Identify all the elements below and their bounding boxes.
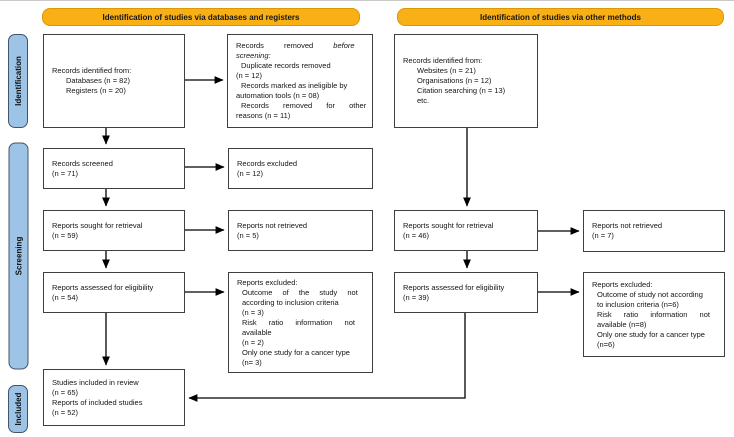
box-line: Reports sought for retrieval xyxy=(52,220,143,230)
box-line: Organisations (n = 12) xyxy=(417,76,492,85)
box-line: Reports excluded: xyxy=(592,279,653,289)
box-line: available (n=8) xyxy=(597,319,647,329)
box-line: Records removed for other xyxy=(241,101,367,110)
box-records-excluded: Records excluded (n = 12) xyxy=(228,148,373,189)
box-line: Reports excluded: xyxy=(237,277,298,287)
box-line: Registers (n = 20) xyxy=(66,86,126,95)
stage-label-included: Included xyxy=(8,385,28,433)
box-line: (n = 5) xyxy=(237,230,259,240)
box-records-identified-other: Records identified from: Websites (n = 2… xyxy=(394,34,538,128)
box-line: Duplicate records removed xyxy=(241,61,331,70)
box-line: (n = 65) xyxy=(52,387,79,397)
box-line: Outcome of study not according xyxy=(597,289,703,299)
box-line: Records removed before xyxy=(236,41,368,51)
box-line: (n = 7) xyxy=(592,231,614,240)
box-line: (n = 71) xyxy=(52,168,79,178)
box-line: (n = 3) xyxy=(242,307,264,317)
banner-other-methods: Identification of studies via other meth… xyxy=(397,8,724,26)
box-line: Reports of included studies xyxy=(52,397,143,407)
box-line: Websites (n = 21) xyxy=(417,66,476,75)
box-reports-assessed-db: Reports assessed for eligibility (n = 54… xyxy=(43,272,185,313)
box-line: Only one study for a cancer type xyxy=(597,329,705,339)
box-text: Records removed xyxy=(236,41,314,50)
box-line: Reports sought for retrieval xyxy=(403,220,494,230)
box-line: Only one study for a cancer type xyxy=(242,347,350,357)
box-line: to inclusion criteria (n=6) xyxy=(597,299,679,309)
box-records-identified-db: Records identified from: Databases (n = … xyxy=(43,34,185,128)
box-line: Reports not retrieved xyxy=(592,221,663,230)
box-line: Outcome of the study not xyxy=(242,287,358,297)
box-line: (n = 54) xyxy=(52,292,79,302)
box-reports-not-retrieved-db: Reports not retrieved (n = 5) xyxy=(228,210,373,251)
box-line: (n = 39) xyxy=(403,292,430,302)
box-line: (n = 12) xyxy=(237,168,264,178)
box-reports-not-retrieved-other: Reports not retrieved (n = 7) xyxy=(583,210,725,252)
box-line: (n = 52) xyxy=(52,407,79,417)
box-line: available xyxy=(242,327,272,337)
box-line: Records marked as ineligible by xyxy=(241,81,348,90)
box-line: screening: xyxy=(236,51,368,61)
box-line: Risk ratio information not xyxy=(597,309,710,319)
box-line: Records screened xyxy=(52,158,113,168)
box-records-screened: Records screened (n = 71) xyxy=(43,148,185,189)
box-line: according to inclusion criteria xyxy=(242,297,339,307)
box-line: Databases (n = 82) xyxy=(66,76,130,85)
box-records-removed: Records removed before screening: Duplic… xyxy=(227,34,373,128)
box-line: (n = 59) xyxy=(52,230,79,240)
box-line: Reports assessed for eligibility xyxy=(403,282,505,292)
banner-databases-registers: Identification of studies via databases … xyxy=(42,8,360,26)
box-line: Records excluded xyxy=(237,158,298,168)
box-text-italic: before xyxy=(333,41,355,50)
box-line: (n = 12) xyxy=(236,71,263,80)
box-line: Risk ratio information not xyxy=(242,317,355,327)
box-line: reasons (n = 11) xyxy=(236,111,291,120)
box-line: etc. xyxy=(417,96,430,105)
box-line: (n=6) xyxy=(597,339,615,349)
box-reports-excluded-db: Reports excluded: Outcome of the study n… xyxy=(228,272,373,373)
box-studies-included: Studies included in review (n = 65) Repo… xyxy=(43,369,185,426)
box-line: Reports assessed for eligibility xyxy=(52,282,154,292)
box-line: Studies included in review xyxy=(52,377,139,387)
box-line: Records identified from: xyxy=(52,66,132,75)
box-line: (n = 2) xyxy=(242,337,264,347)
box-line: (n = 46) xyxy=(403,230,430,240)
box-line: automation tools (n = 08) xyxy=(236,91,320,100)
arrow-other-assessed-to-included xyxy=(188,313,466,402)
box-reports-excluded-other: Reports excluded: Outcome of study not a… xyxy=(583,272,725,357)
box-text-italic: screening: xyxy=(236,51,271,60)
stage-label-identification: Identification xyxy=(8,34,28,128)
box-line: Reports not retrieved xyxy=(237,220,308,230)
box-reports-sought-db: Reports sought for retrieval (n = 59) xyxy=(43,210,185,251)
box-line: (n= 3) xyxy=(242,357,262,367)
box-line: Citation searching (n = 13) xyxy=(417,86,506,95)
box-reports-assessed-other: Reports assessed for eligibility (n = 39… xyxy=(394,272,538,313)
box-reports-sought-other: Reports sought for retrieval (n = 46) xyxy=(394,210,538,251)
stage-label-screening: Screening xyxy=(8,142,28,369)
box-line: Records identified from: xyxy=(403,56,483,65)
